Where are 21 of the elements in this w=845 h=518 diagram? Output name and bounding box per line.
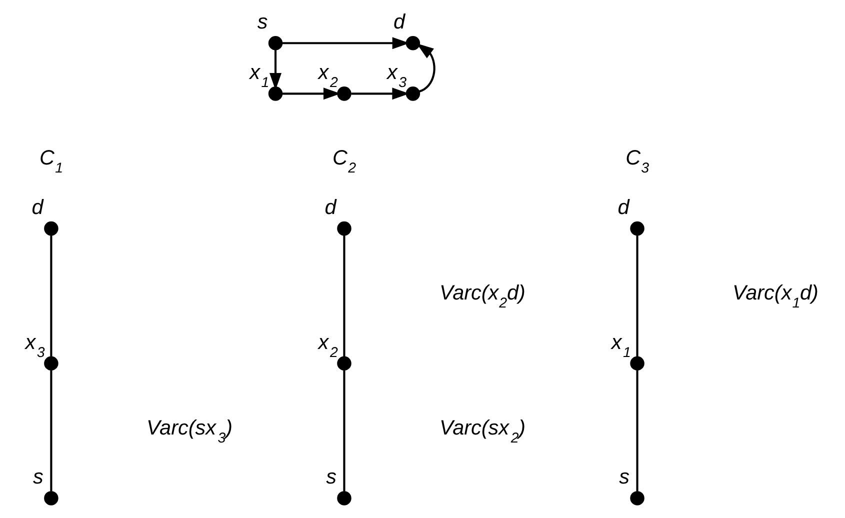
label: C$_{1}$ xyxy=(39,146,63,177)
node-label: d xyxy=(617,196,629,220)
node-label: x$_{3}$ xyxy=(24,330,44,361)
node-label: x$_{2}$ xyxy=(318,61,338,92)
node-label: s xyxy=(32,466,43,489)
label: Varc(x$_{2}$d) xyxy=(439,282,525,312)
label: Varc(sx$_{3}$) xyxy=(146,416,232,446)
label: Varc(sx$_{2}$) xyxy=(439,416,526,446)
label: Varc(x$_{1}$d) xyxy=(732,282,818,312)
label: C$_{3}$ xyxy=(625,146,649,177)
node-label: s xyxy=(326,466,336,489)
node-label: d xyxy=(31,196,43,220)
label: C$_{2}$ xyxy=(332,146,356,177)
node-label: x$_{3}$ xyxy=(386,61,406,92)
node-label: d xyxy=(393,10,405,34)
node-label: x$_{1}$ xyxy=(610,330,630,361)
node-label: x$_{1}$ xyxy=(249,61,269,92)
node-label: x$_{2}$ xyxy=(318,330,338,361)
node-label: s xyxy=(618,466,629,489)
node-label: s xyxy=(256,10,268,34)
node-label: d xyxy=(324,196,336,220)
